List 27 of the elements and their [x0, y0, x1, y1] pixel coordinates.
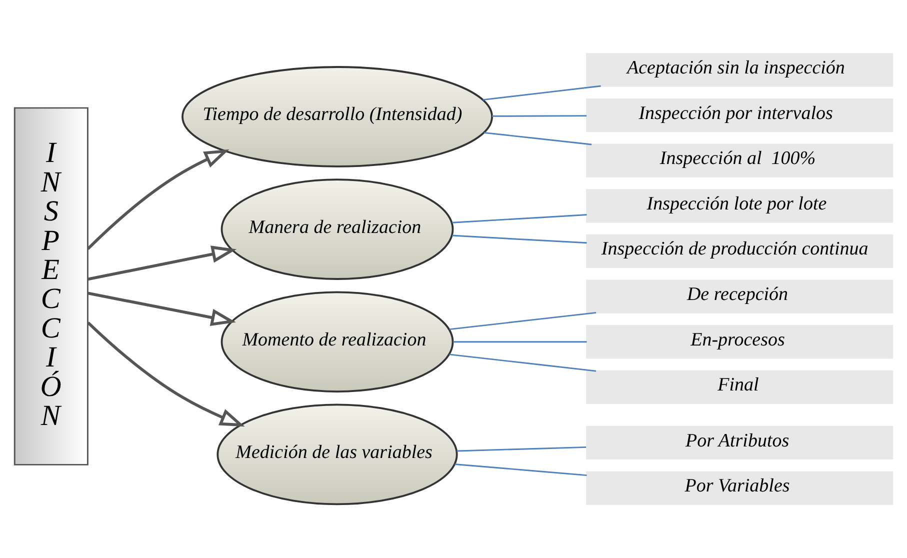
arrow	[88, 292, 236, 326]
connector	[452, 234, 587, 244]
node-box: INSPECCIÓN	[14, 107, 88, 466]
connector	[453, 341, 587, 343]
connector	[452, 214, 587, 224]
connector	[492, 115, 587, 117]
node-box: Inspección lote por lote	[586, 189, 894, 223]
node-box: Final	[586, 370, 894, 404]
connector	[484, 132, 592, 146]
node-box: Por Variables	[586, 471, 894, 505]
node-box: Inspección por intervalos	[586, 98, 894, 132]
node-box: De recepción	[586, 280, 894, 314]
node-box: En-procesos	[586, 325, 894, 359]
arrow	[87, 322, 245, 427]
arrow	[86, 149, 230, 250]
node-box: Por Atributos	[586, 426, 894, 460]
connector	[454, 463, 587, 476]
node-ellipse: Momento de realizacion	[220, 291, 454, 393]
node-box: Aceptación sin la inspección	[586, 53, 894, 87]
node-box: Inspección al 100%	[586, 144, 894, 178]
arrow	[88, 246, 237, 281]
node-box: Inspección de producción continua	[586, 234, 894, 268]
node-ellipse: Manera de realizacion	[220, 178, 454, 280]
connector	[456, 446, 586, 452]
connector	[449, 354, 596, 372]
connector	[482, 85, 601, 101]
connector	[449, 312, 596, 330]
